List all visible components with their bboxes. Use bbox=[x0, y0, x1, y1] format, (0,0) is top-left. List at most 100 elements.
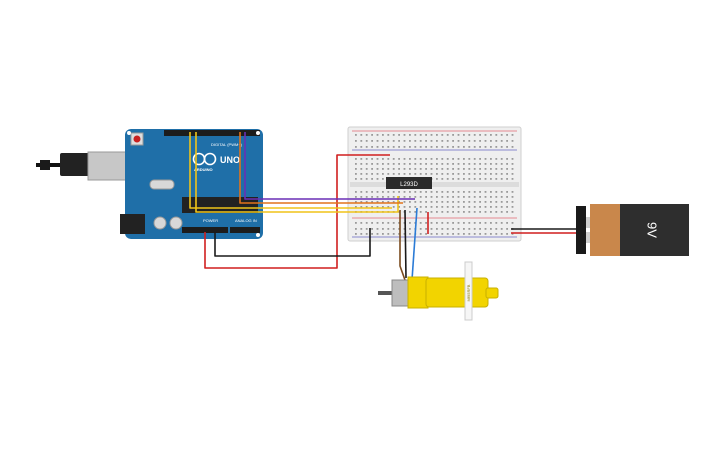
breadboard-hole[interactable] bbox=[446, 222, 449, 224]
breadboard-hole[interactable] bbox=[468, 163, 471, 165]
breadboard-hole[interactable] bbox=[463, 191, 465, 193]
dc-jack[interactable] bbox=[120, 214, 145, 234]
breadboard-hole[interactable] bbox=[425, 158, 427, 160]
breadboard-hole[interactable] bbox=[446, 228, 449, 230]
breadboard-hole[interactable] bbox=[452, 158, 454, 160]
breadboard-hole[interactable] bbox=[398, 146, 400, 148]
breadboard-hole[interactable] bbox=[376, 201, 379, 203]
breadboard-hole[interactable] bbox=[376, 140, 379, 142]
breadboard-hole[interactable] bbox=[371, 196, 373, 198]
breadboard-hole[interactable] bbox=[392, 228, 395, 230]
breadboard-hole[interactable] bbox=[479, 158, 481, 160]
breadboard-hole[interactable] bbox=[382, 178, 384, 180]
breadboard-hole[interactable] bbox=[403, 206, 406, 208]
breadboard-hole[interactable] bbox=[360, 168, 363, 170]
breadboard-hole[interactable] bbox=[468, 173, 471, 175]
breadboard-hole[interactable] bbox=[463, 178, 465, 180]
breadboard-hole[interactable] bbox=[419, 158, 422, 160]
breadboard-hole[interactable] bbox=[414, 196, 417, 198]
breadboard-hole[interactable] bbox=[425, 173, 427, 175]
breadboard-hole[interactable] bbox=[365, 191, 368, 193]
breadboard-hole[interactable] bbox=[425, 222, 427, 224]
breadboard-hole[interactable] bbox=[452, 228, 454, 230]
breadboard-hole[interactable] bbox=[436, 168, 438, 170]
breadboard-hole[interactable] bbox=[452, 140, 454, 142]
breadboard-hole[interactable] bbox=[365, 206, 368, 208]
breadboard-hole[interactable] bbox=[376, 146, 379, 148]
breadboard-hole[interactable] bbox=[495, 158, 498, 160]
breadboard-hole[interactable] bbox=[398, 173, 400, 175]
breadboard-hole[interactable] bbox=[371, 222, 373, 224]
breadboard-hole[interactable] bbox=[436, 163, 438, 165]
breadboard-hole[interactable] bbox=[371, 191, 373, 193]
breadboard-hole[interactable] bbox=[500, 222, 503, 224]
breadboard-hole[interactable] bbox=[495, 201, 498, 203]
breadboard-hole[interactable] bbox=[452, 233, 454, 235]
breadboard-hole[interactable] bbox=[500, 158, 503, 160]
wire-blue-motor[interactable] bbox=[411, 207, 418, 281]
breadboard-hole[interactable] bbox=[473, 134, 476, 136]
breadboard-hole[interactable] bbox=[371, 228, 373, 230]
breadboard-hole[interactable] bbox=[387, 228, 390, 230]
breadboard-hole[interactable] bbox=[511, 233, 514, 235]
breadboard-hole[interactable] bbox=[419, 173, 422, 175]
breadboard-hole[interactable] bbox=[430, 201, 433, 203]
breadboard-hole[interactable] bbox=[490, 206, 492, 208]
breadboard-hole[interactable] bbox=[398, 191, 400, 193]
breadboard-hole[interactable] bbox=[392, 146, 395, 148]
breadboard-hole[interactable] bbox=[382, 158, 384, 160]
breadboard-hole[interactable] bbox=[409, 134, 411, 136]
breadboard-hole[interactable] bbox=[441, 168, 444, 170]
breadboard-hole[interactable] bbox=[398, 206, 400, 208]
breadboard-hole[interactable] bbox=[506, 163, 508, 165]
wire-purple[interactable] bbox=[244, 132, 415, 200]
breadboard-hole[interactable] bbox=[436, 178, 438, 180]
wire-brown-motor[interactable] bbox=[399, 210, 406, 281]
breadboard-hole[interactable] bbox=[506, 222, 508, 224]
breadboard-hole[interactable] bbox=[371, 146, 373, 148]
breadboard-hole[interactable] bbox=[479, 206, 481, 208]
breadboard-hole[interactable] bbox=[398, 158, 400, 160]
breadboard-hole[interactable] bbox=[446, 146, 449, 148]
breadboard-hole[interactable] bbox=[419, 201, 422, 203]
breadboard-hole[interactable] bbox=[425, 196, 427, 198]
breadboard-hole[interactable] bbox=[419, 196, 422, 198]
breadboard-hole[interactable] bbox=[500, 233, 503, 235]
breadboard-hole[interactable] bbox=[511, 178, 514, 180]
breadboard-hole[interactable] bbox=[414, 168, 417, 170]
breadboard-hole[interactable] bbox=[490, 158, 492, 160]
breadboard-hole[interactable] bbox=[457, 134, 460, 136]
breadboard-hole[interactable] bbox=[436, 134, 438, 136]
breadboard-hole[interactable] bbox=[409, 222, 411, 224]
battery-9v[interactable]: 9V bbox=[576, 204, 689, 256]
breadboard-hole[interactable] bbox=[365, 233, 368, 235]
breadboard-hole[interactable] bbox=[387, 163, 390, 165]
breadboard-hole[interactable] bbox=[468, 233, 471, 235]
breadboard-hole[interactable] bbox=[365, 196, 368, 198]
breadboard-hole[interactable] bbox=[355, 134, 357, 136]
breadboard-hole[interactable] bbox=[419, 191, 422, 193]
breadboard-hole[interactable] bbox=[376, 163, 379, 165]
breadboard-hole[interactable] bbox=[371, 140, 373, 142]
breadboard-hole[interactable] bbox=[484, 222, 487, 224]
breadboard-hole[interactable] bbox=[500, 201, 503, 203]
breadboard-hole[interactable] bbox=[452, 134, 454, 136]
breadboard-hole[interactable] bbox=[473, 168, 476, 170]
breadboard-hole[interactable] bbox=[365, 173, 368, 175]
breadboard-hole[interactable] bbox=[446, 163, 449, 165]
breadboard-hole[interactable] bbox=[414, 163, 417, 165]
breadboard-hole[interactable] bbox=[436, 146, 438, 148]
breadboard-hole[interactable] bbox=[506, 178, 508, 180]
breadboard-hole[interactable] bbox=[441, 173, 444, 175]
breadboard-hole[interactable] bbox=[441, 228, 444, 230]
breadboard-hole[interactable] bbox=[511, 211, 514, 213]
breadboard-hole[interactable] bbox=[436, 196, 438, 198]
breadboard-hole[interactable] bbox=[457, 196, 460, 198]
breadboard-hole[interactable] bbox=[446, 206, 449, 208]
breadboard-hole[interactable] bbox=[441, 233, 444, 235]
breadboard-hole[interactable] bbox=[495, 228, 498, 230]
breadboard-hole[interactable] bbox=[414, 191, 417, 193]
breadboard-hole[interactable] bbox=[376, 206, 379, 208]
breadboard-hole[interactable] bbox=[360, 222, 363, 224]
breadboard-hole[interactable] bbox=[355, 206, 357, 208]
